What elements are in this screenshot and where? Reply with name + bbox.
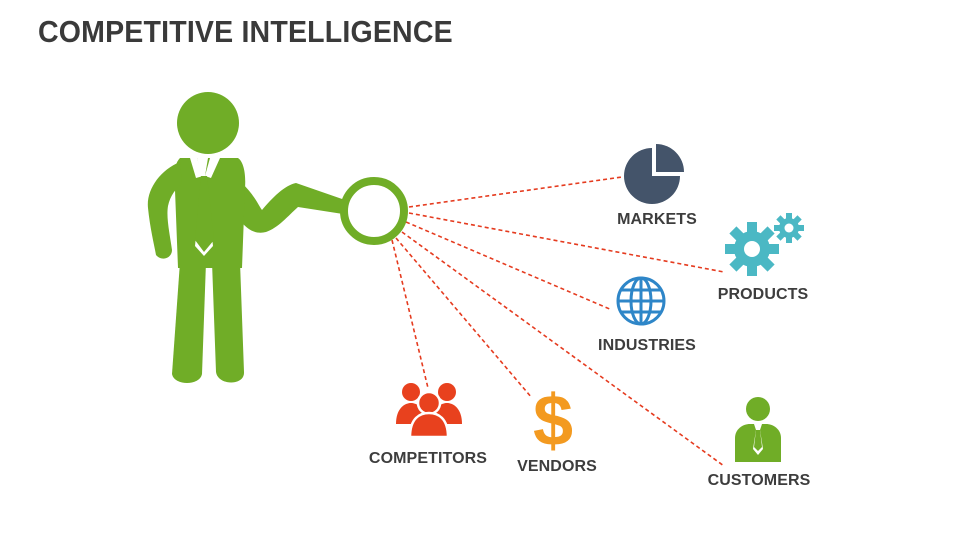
slide-title: COMPETITIVE INTELLIGENCE	[38, 14, 453, 49]
label-customers: CUSTOMERS	[707, 472, 811, 489]
dollar-icon: $	[533, 381, 573, 461]
label-vendors: VENDORS	[517, 458, 597, 475]
connector-lines	[391, 176, 725, 467]
globe-icon	[616, 276, 666, 326]
label-products: PRODUCTS	[717, 286, 809, 303]
label-competitors: COMPETITORS	[368, 450, 488, 467]
connector-vendors	[395, 237, 533, 399]
businessman-figure-icon	[147, 92, 345, 383]
connector-competitors	[391, 239, 429, 389]
connector-industries	[405, 221, 613, 311]
label-industries: INDUSTRIES	[598, 337, 696, 354]
connector-customers	[401, 231, 725, 467]
connector-products	[408, 212, 725, 273]
svg-text:$: $	[533, 381, 573, 461]
pie-chart-icon	[624, 144, 684, 204]
connector-markets	[408, 176, 623, 208]
label-markets: MARKETS	[617, 211, 697, 228]
magnifier-icon	[340, 177, 408, 245]
group-people-icon	[396, 383, 462, 439]
businessman-icon	[735, 397, 781, 462]
gears-icon	[725, 213, 804, 276]
